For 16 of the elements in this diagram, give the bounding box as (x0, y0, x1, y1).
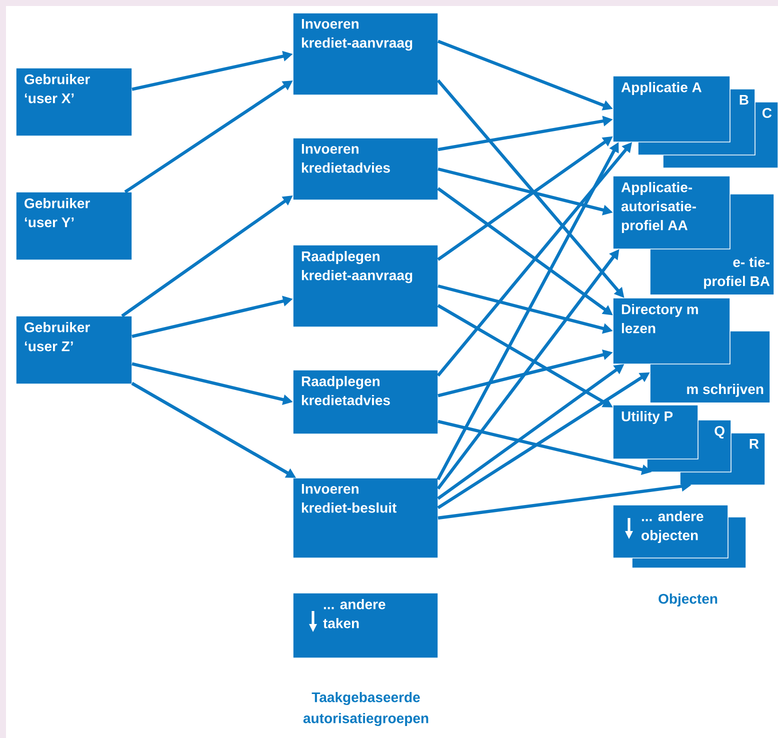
object-box: Utility P (612, 404, 698, 460)
task-box: Raadplegen krediet-aanvraag (292, 244, 438, 328)
task-box: Invoeren krediet-besluit (292, 478, 438, 558)
user-box: Gebruiker ‘user Y’ (16, 192, 132, 260)
column-title: Taakgebaseerde autorisatiegroepen (303, 692, 428, 726)
stacked-box: ... andere objecten (612, 504, 746, 568)
task-box: ... andere taken (292, 592, 438, 658)
object-box: Directory m lezen (612, 298, 730, 364)
object-box: Applicatie-autorisatie-profiel AA (612, 176, 730, 250)
task-box: Invoeren krediet-aanvraag (292, 12, 438, 96)
object-box: Applicatie A (612, 76, 730, 142)
user-box: Gebruiker ‘user X’ (16, 68, 132, 136)
task-box: Invoeren kredietadvies (292, 138, 438, 200)
user-box: Gebruiker ‘user Z’ (16, 316, 132, 384)
column-title: Objecten (658, 593, 718, 607)
task-box: Raadplegen kredietadvies (292, 370, 438, 434)
